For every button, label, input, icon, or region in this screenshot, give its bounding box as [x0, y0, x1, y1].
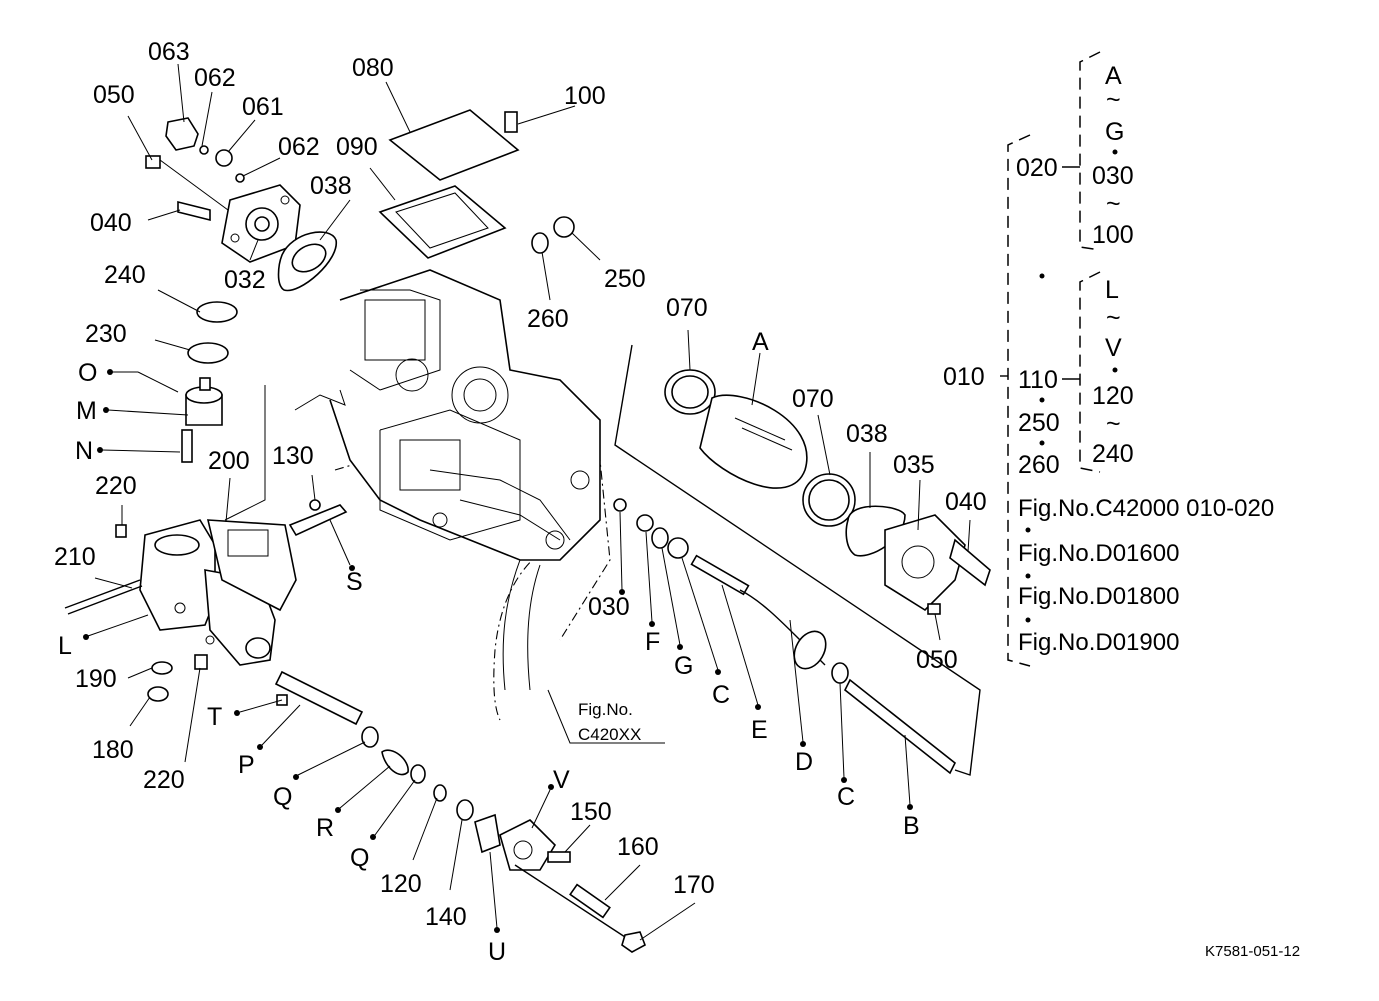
label-V: V [553, 766, 570, 794]
legend-fig-3: Fig.No.D01800 [1018, 583, 1179, 610]
label-120: 120 [380, 870, 422, 898]
legend-top-030: 030 [1092, 162, 1134, 190]
label-080: 080 [352, 54, 394, 82]
side-cover-assembly [145, 117, 337, 292]
part-labels: 063 062 061 062 050 080 100 090 038 040 … [54, 38, 987, 966]
label-040: 040 [90, 209, 132, 237]
label-150: 150 [570, 798, 612, 826]
label-140: 140 [425, 903, 467, 931]
legend-250: 250 [1018, 409, 1060, 437]
legend-mid-L: L [1105, 276, 1119, 304]
label-040: 040 [945, 488, 987, 516]
legend-mid-240: 240 [1092, 440, 1134, 468]
fig-reference: Fig.No. C420XX [578, 700, 641, 744]
label-C: C [837, 783, 855, 811]
label-070: 070 [666, 294, 708, 322]
label-E: E [751, 716, 768, 744]
legend-020: 020 [1016, 154, 1058, 182]
label-220: 220 [143, 766, 185, 794]
label-S: S [346, 568, 363, 596]
label-Q: Q [273, 783, 292, 811]
label-D: D [795, 748, 813, 776]
label-061: 061 [242, 93, 284, 121]
label-063: 063 [148, 38, 190, 66]
label-210: 210 [54, 543, 96, 571]
legend-010: 010 [943, 363, 985, 391]
label-090: 090 [336, 133, 378, 161]
valve-body [64, 301, 297, 702]
label-038: 038 [846, 420, 888, 448]
label-062: 062 [194, 64, 236, 92]
legend-mid-V: V [1105, 334, 1122, 362]
label-190: 190 [75, 665, 117, 693]
cylinder-train [613, 344, 991, 776]
label-B: B [903, 812, 920, 840]
label-T: T [207, 703, 222, 731]
label-U: U [488, 938, 506, 966]
document-code: K7581-051-12 [1205, 943, 1300, 960]
label-030: 030 [588, 593, 630, 621]
lever-assembly [224, 385, 348, 537]
label-L: L [58, 632, 72, 660]
label-250: 250 [604, 265, 646, 293]
legend-fig-1: Fig.No.C42000 010-020 [1018, 495, 1274, 522]
label-N: N [75, 437, 93, 465]
label-035: 035 [893, 451, 935, 479]
label-G: G [674, 652, 693, 680]
label-230: 230 [85, 320, 127, 348]
label-032: 032 [224, 266, 266, 294]
label-220: 220 [95, 472, 137, 500]
label-100: 100 [564, 82, 606, 110]
label-062: 062 [278, 133, 320, 161]
spool-train [274, 670, 646, 953]
label-050: 050 [916, 646, 958, 674]
legend-top-100: 100 [1092, 221, 1134, 249]
fig-ref-line2: C420XX [578, 725, 641, 744]
legend-top-tilde-1: ~ [1106, 86, 1121, 114]
leader-lines [87, 63, 971, 941]
label-170: 170 [673, 871, 715, 899]
label-F: F [645, 628, 660, 656]
fig-ref-line1: Fig.No. [578, 700, 633, 719]
label-dots [83, 369, 913, 933]
label-050: 050 [93, 81, 135, 109]
legend-mid-tilde-2: ~ [1106, 410, 1121, 438]
label-Q: Q [350, 844, 369, 872]
label-O: O [78, 359, 97, 387]
label-240: 240 [104, 261, 146, 289]
label-038: 038 [310, 172, 352, 200]
label-070: 070 [792, 385, 834, 413]
label-R: R [316, 814, 334, 842]
legend-fig-4: Fig.No.D01900 [1018, 629, 1179, 656]
legend-mid-120: 120 [1092, 382, 1134, 410]
legend-fig-2: Fig.No.D01600 [1018, 540, 1179, 567]
legend-top-A: A [1105, 62, 1122, 90]
legend-110: 110 [1018, 366, 1058, 394]
label-P: P [238, 751, 255, 779]
label-160: 160 [617, 833, 659, 861]
legend-top-G: G [1105, 118, 1124, 146]
legend-mid-tilde-1: ~ [1106, 304, 1121, 332]
label-C: C [712, 681, 730, 709]
label-M: M [76, 397, 97, 425]
legend: 020 A ~ G 030 ~ 100 010 110 L ~ V 120 ~ … [943, 51, 1274, 667]
label-A: A [752, 328, 769, 356]
legend-260: 260 [1018, 451, 1060, 479]
legend-top-tilde-2: ~ [1106, 190, 1121, 218]
label-260: 260 [527, 305, 569, 333]
label-130: 130 [272, 442, 314, 470]
label-180: 180 [92, 736, 134, 764]
label-200: 200 [208, 447, 250, 475]
top-cover-plate [378, 109, 575, 259]
main-housing [294, 269, 611, 721]
